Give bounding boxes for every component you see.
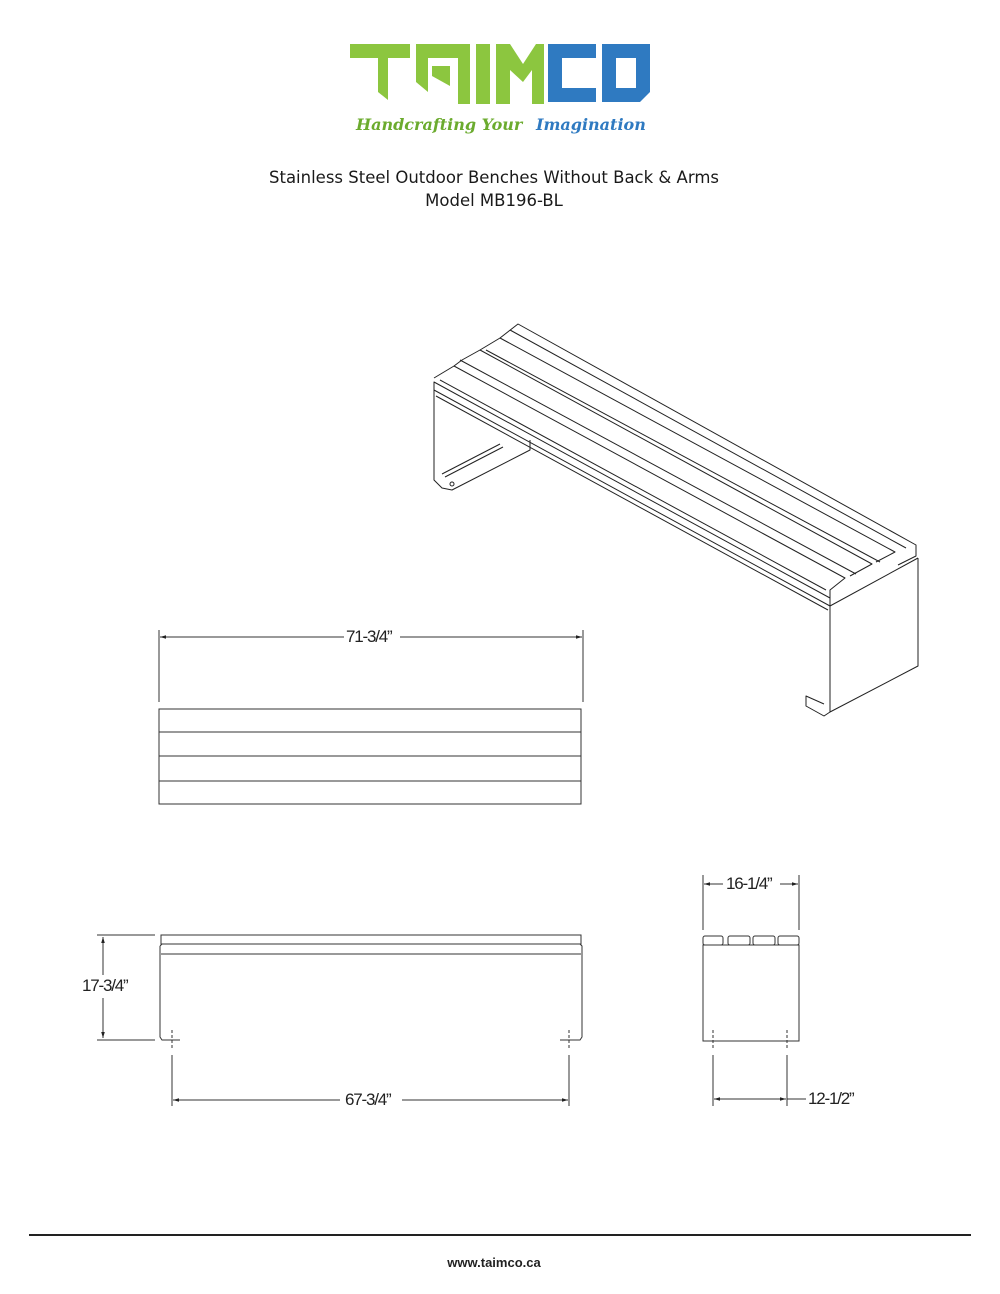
model-number: Model MB196-BL [425, 191, 563, 210]
dim-overall-length: 71-3/4” [344, 627, 394, 646]
isometric-view [433, 323, 919, 717]
logo-tagline-green: Handcrafting Your [355, 115, 524, 134]
dim-foot-depth: 12-1/2” [806, 1089, 856, 1108]
dim-foot-span: 67-3/4” [343, 1090, 393, 1109]
logo-tagline-blue: Imagination [535, 115, 646, 134]
dim-overall-width: 16-1/4” [724, 874, 774, 893]
logo-wordmark-green [350, 44, 544, 104]
footer-divider [29, 1234, 971, 1236]
document-title-block: Stainless Steel Outdoor Benches Without … [0, 166, 988, 212]
taimco-logo: Handcrafting Your Imagination [348, 42, 653, 137]
footer-website-link[interactable]: www.taimco.ca [447, 1255, 541, 1270]
dim-overall-height: 17-3/4” [80, 976, 130, 995]
product-title: Stainless Steel Outdoor Benches Without … [269, 168, 719, 187]
top-view [158, 630, 584, 805]
front-view [97, 934, 583, 1106]
side-view [702, 875, 806, 1106]
